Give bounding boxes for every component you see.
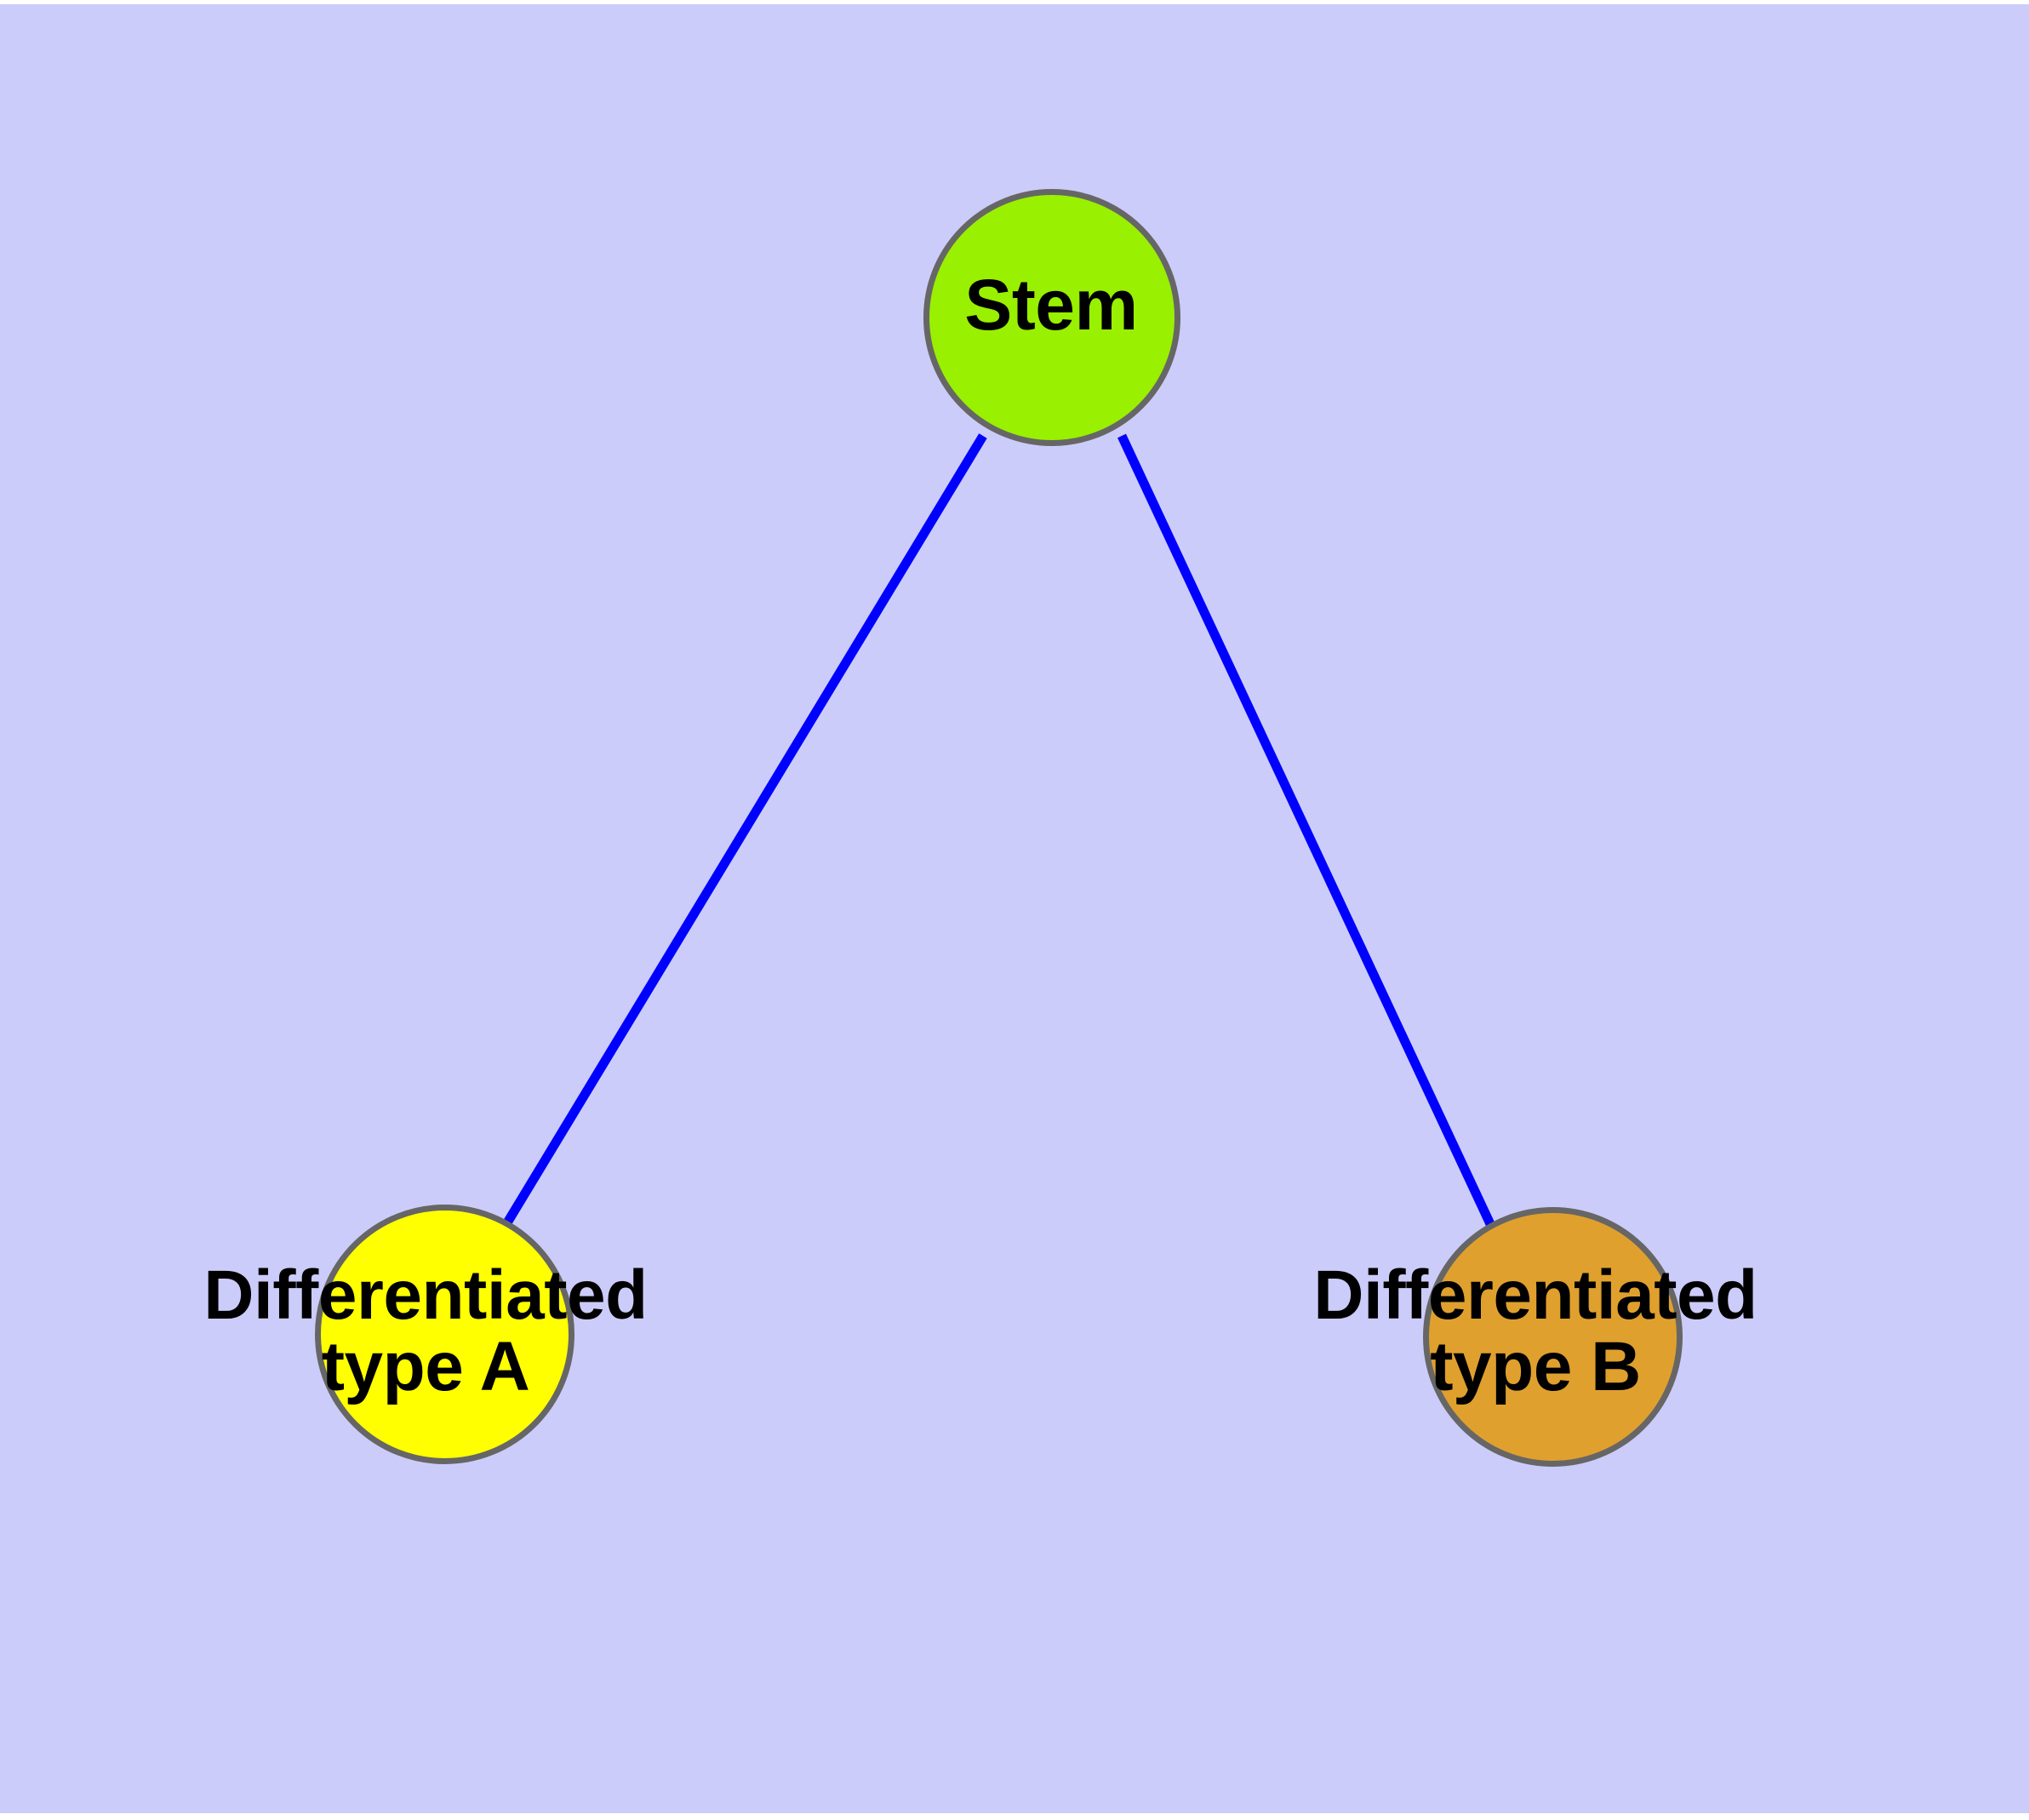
- node-stem[interactable]: [923, 189, 1180, 446]
- node-label-differentiated-type-b: Differentiated type B: [1313, 1256, 1758, 1405]
- node-label-stem: Stem: [964, 265, 1138, 345]
- edge-stem-to-differentiated-type-b: [1117, 433, 1495, 1228]
- node-differentiated-type-b[interactable]: [1423, 1207, 1683, 1467]
- edge-stem-to-differentiated-type-a: [502, 433, 987, 1227]
- node-label-differentiated-type-a: Differentiated type A: [203, 1256, 648, 1405]
- node-differentiated-type-a[interactable]: [315, 1205, 574, 1464]
